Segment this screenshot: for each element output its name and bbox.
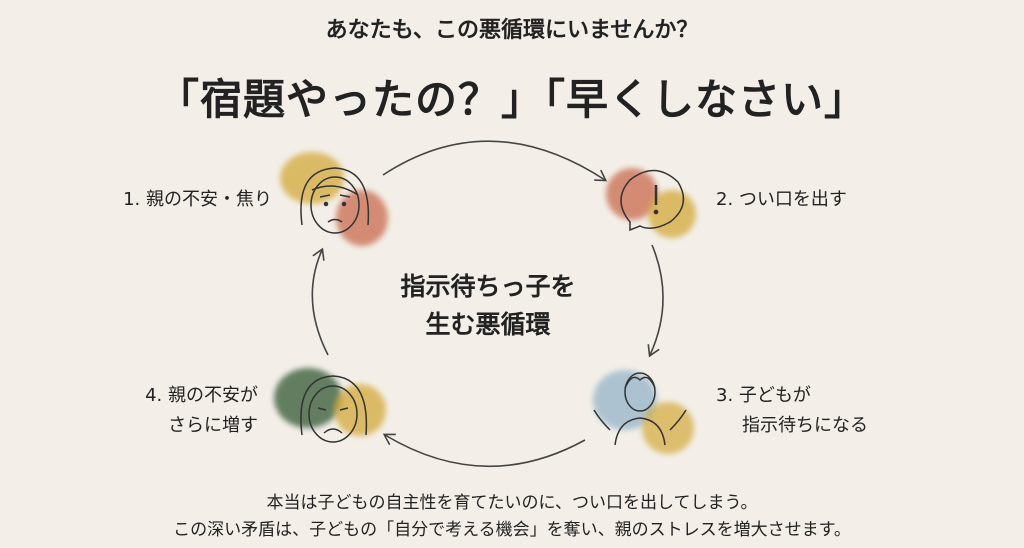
speech-exclamation-icon — [606, 168, 696, 238]
distressed-parent-icon — [274, 368, 386, 443]
footer-line-2: この深い矛盾は、子どもの「自分で考える機会」を奪い、親のストレスを増大させます。 — [173, 520, 851, 540]
step-4-label-line1: 4. 親の不安が — [145, 385, 258, 406]
arrow-2-to-3 — [647, 244, 664, 358]
arrow-3-to-4 — [382, 433, 586, 468]
footer-text: 本当は子どもの自主性を育てたいのに、つい口を出してしまう。 この深い矛盾は、子ど… — [0, 490, 1024, 544]
step-3-label-line1: 3. 子どもが — [716, 385, 811, 406]
shrugging-child-icon — [593, 370, 694, 454]
step-3-label-line2: 指示待ちになる — [742, 415, 868, 436]
step-2-label: 2. つい口を出す — [716, 189, 847, 210]
footer-line-1: 本当は子どもの自主性を育てたいのに、つい口を出してしまう。 — [266, 493, 758, 513]
worried-parent-icon — [280, 152, 388, 246]
arrow-4-to-1 — [311, 247, 329, 356]
center-line-1: 指示待ちっ子を — [400, 272, 576, 301]
cycle-center-title: 指示待ちっ子を 生む悪循環 — [338, 268, 638, 344]
step-4-label-line2: さらに増す — [168, 415, 258, 436]
subtitle: あなたも、この悪循環にいませんか？ — [325, 17, 699, 43]
arrow-1-to-2 — [382, 140, 608, 182]
center-line-2: 生む悪循環 — [425, 310, 551, 339]
page-title: 「宿題やったの？」「早くしなさい」 — [156, 75, 867, 124]
step-1-label: 1. 親の不安・焦り — [123, 189, 272, 210]
